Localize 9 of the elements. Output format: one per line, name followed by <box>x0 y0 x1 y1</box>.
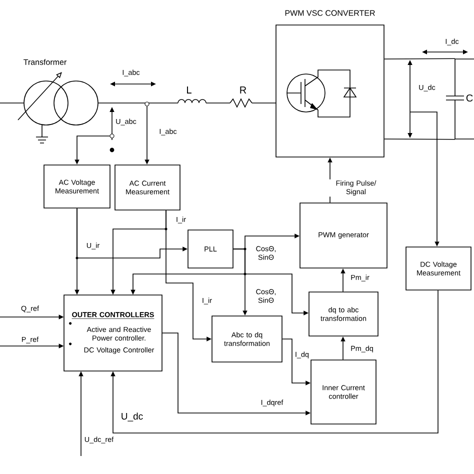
node-label: PWM VSC CONVERTER <box>285 10 375 16</box>
circuit-label: Transformer <box>24 59 66 65</box>
arrow <box>110 290 438 434</box>
component-label: C <box>466 94 473 102</box>
edge-label: U_dc <box>120 412 144 422</box>
circuit-label: R <box>240 86 246 94</box>
converter-box: PWM VSC CONVERTER <box>276 10 384 158</box>
capacitor-symbol <box>446 58 464 140</box>
circuit-label: L <box>187 86 192 94</box>
